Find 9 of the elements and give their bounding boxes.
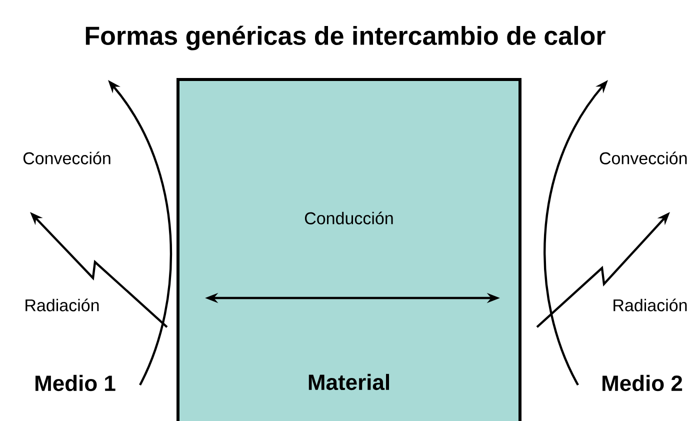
process-label: Conducción [304,212,393,224]
medium-label: Medio 1 [36,374,116,392]
heat-transfer-label: Radiación [26,298,99,312]
heat-transfer-label: Convección [600,152,687,164]
material-label: Material [308,374,389,390]
title: Formas genéricas de intercambio de calor [86,26,606,50]
heat-transfer-label: Convección [23,152,110,164]
medium-label: Medio 2 [602,374,682,392]
heat-transfer-label: Radiación [614,298,687,312]
